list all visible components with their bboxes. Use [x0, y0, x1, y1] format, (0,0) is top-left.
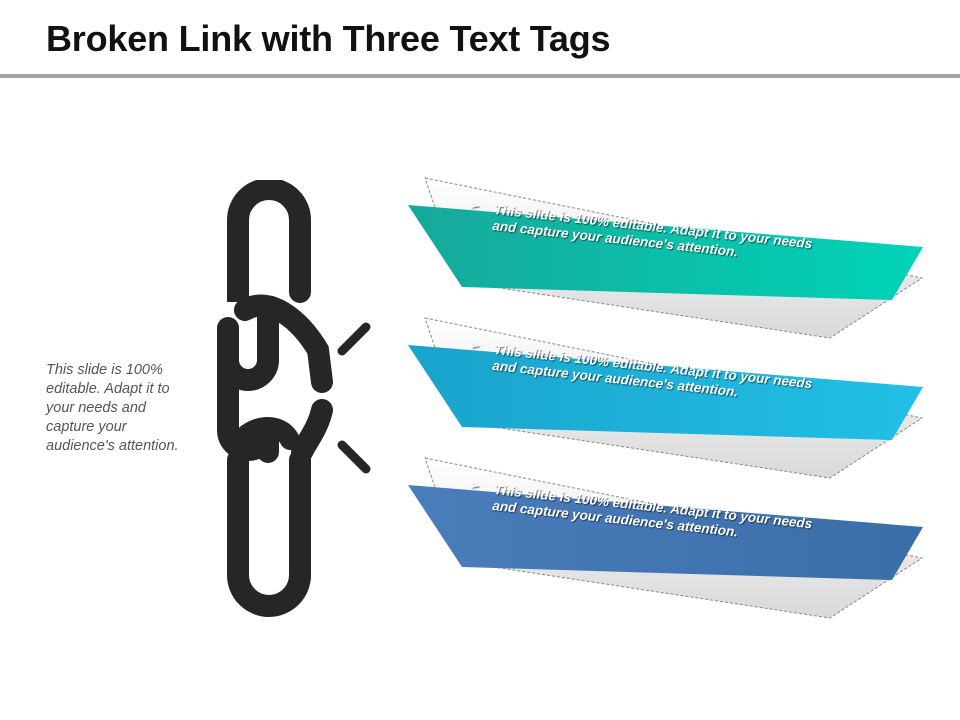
text-tag-3: ➢ This slide is 100% editable. Adapt it …	[400, 450, 940, 620]
upper-chain-link	[227, 180, 311, 303]
broken-link-upper-piece	[234, 294, 333, 393]
lower-chain-link	[227, 449, 311, 617]
text-tag-1: ➢ This slide is 100% editable. Adapt it …	[400, 170, 940, 340]
tag-1-bullet: ➢	[469, 199, 481, 213]
spark-line-top	[337, 322, 371, 356]
lower-loop-hook	[230, 417, 300, 452]
broken-chain-link-icon	[217, 180, 371, 617]
broken-link-lower-piece	[291, 399, 333, 463]
side-description: This slide is 100% editable. Adapt it to…	[46, 362, 179, 454]
tag-2-bullet: ➢	[469, 339, 481, 353]
spark-line-bottom	[337, 440, 371, 474]
slide-title: Broken Link with Three Text Tags	[46, 18, 611, 59]
tag-3-bullet: ➢	[469, 479, 481, 493]
text-tag-2: ➢ This slide is 100% editable. Adapt it …	[400, 310, 940, 480]
title-divider	[0, 74, 960, 78]
